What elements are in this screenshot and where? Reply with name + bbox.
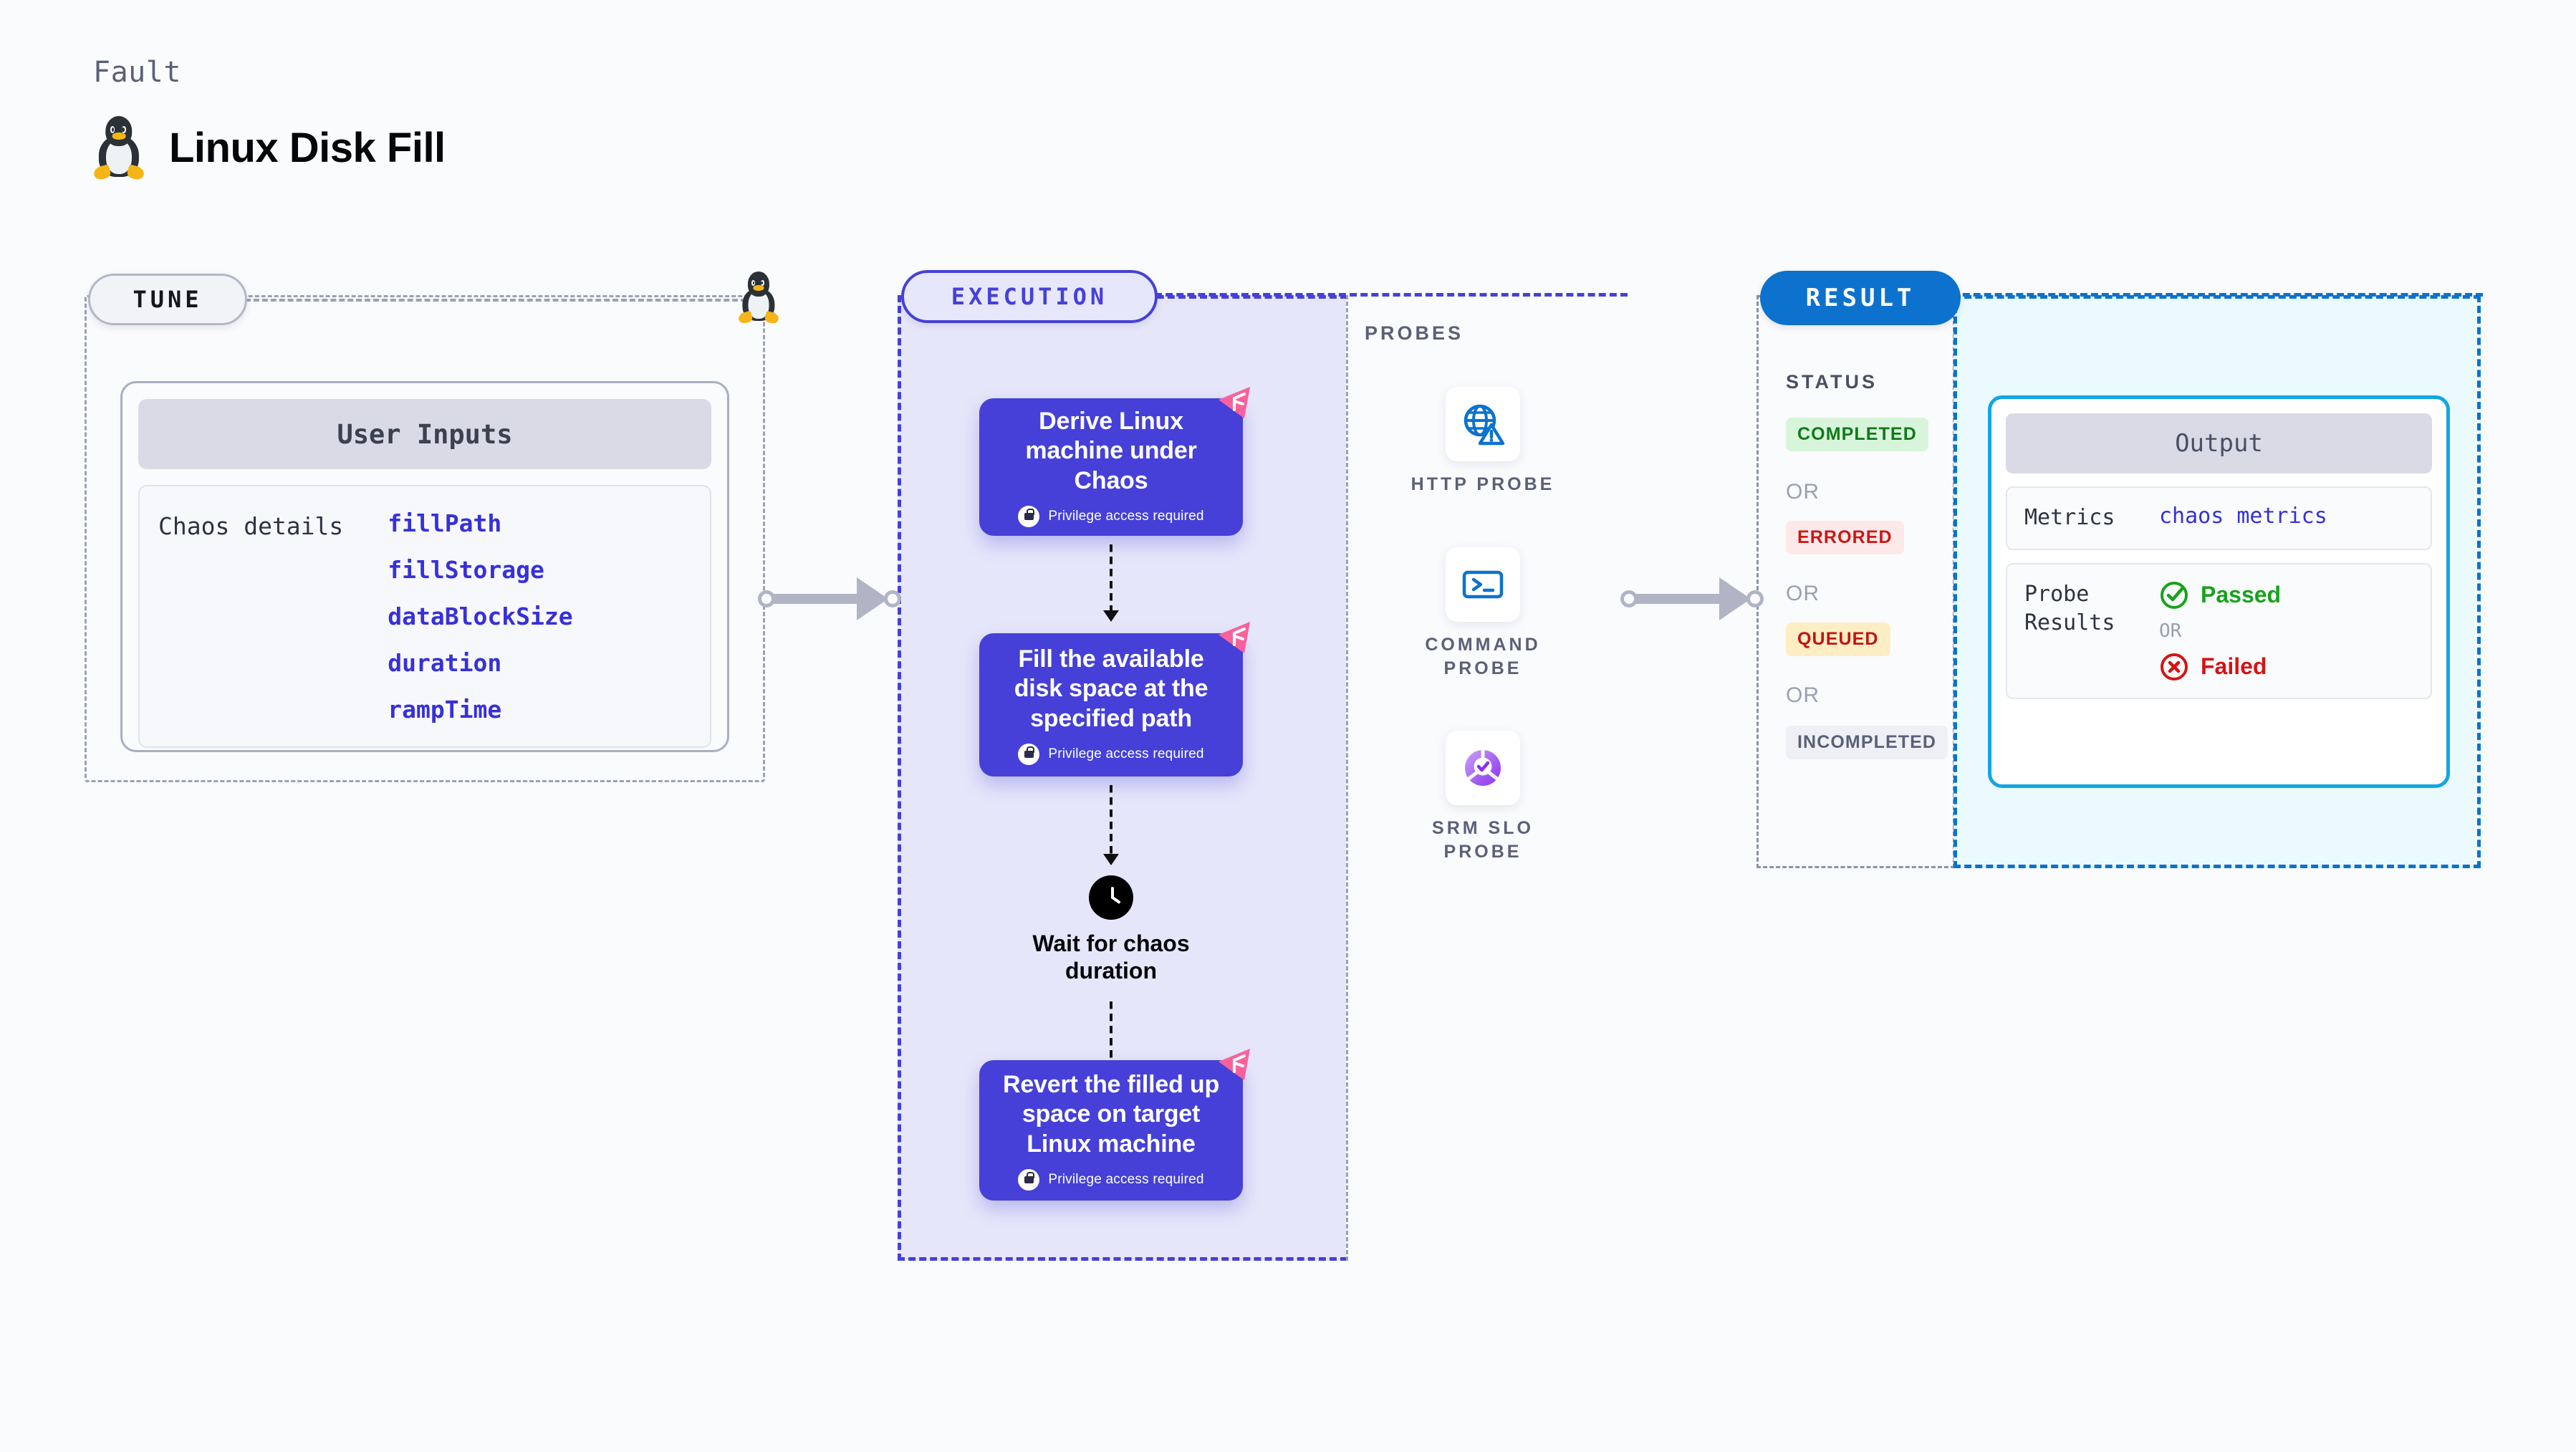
input-fillStorage[interactable]: fillStorage [388,556,544,584]
user-inputs-body: Chaos details fillPath fillStorage dataB… [138,485,711,748]
clock-icon [1089,875,1133,920]
status-badge-completed: COMPLETED [1786,418,1928,451]
execution-step-1[interactable]: Derive Linux machine under Chaos Privile… [979,387,1250,536]
litmus-chaos-icon [1219,1049,1250,1080]
output-probe-results-row: Probe Results Passed OR Faile [2006,562,2432,699]
step-1-title: Derive Linux machine under Chaos [1025,407,1197,494]
status-badge-queued: QUEUED [1786,622,1890,656]
result-leader-line [1941,293,2483,297]
step-1-privilege: Privilege access required [1018,506,1204,528]
wait-for-chaos-duration-node: Wait for chaos duration [996,875,1226,985]
wait-node-label: Wait for chaos duration [1032,931,1190,984]
probe-command-label: COMMAND PROBE [1425,635,1541,678]
probe-result-passed: Passed [2159,580,2281,610]
execution-step-2[interactable]: Fill the available disk space at the spe… [979,622,1250,777]
lock-icon [1018,744,1040,766]
input-fillPath[interactable]: fillPath [388,509,502,537]
probe-http[interactable]: HTTP PROBE [1404,387,1562,496]
execution-step-3[interactable]: Revert the filled up space on target Lin… [979,1049,1250,1201]
output-metrics-value[interactable]: chaos metrics [2159,504,2327,529]
connector-dot-right [884,590,901,607]
probe-srm-slo[interactable]: SRM SLO PROBE [1404,731,1562,863]
globe-warning-icon [1446,387,1520,461]
status-badge-errored-label: ERRORED [1797,527,1893,547]
output-title: Output [2006,413,2432,473]
connector-tune-to-execution [758,577,901,620]
probe-command[interactable]: COMMAND PROBE [1404,547,1562,680]
output-metrics-row: Metrics chaos metrics [2006,486,2432,550]
litmus-chaos-icon [1219,387,1250,418]
step-2-title: Fill the available disk space at the spe… [1014,645,1208,732]
probe-http-label: HTTP PROBE [1410,474,1555,494]
input-duration[interactable]: duration [388,649,502,677]
status-badge-queued-label: QUEUED [1797,629,1879,649]
flow-arrow-2 [1103,785,1119,865]
probes-title: PROBES [1365,322,1464,344]
page-header: Linux Disk Fill [92,115,446,181]
linux-penguin-icon [92,115,145,181]
tune-leader-line [245,299,755,302]
connector-execution-to-result [1620,577,1764,620]
step-3-privilege-label: Privilege access required [1048,1172,1204,1188]
probe-results-or: OR [2159,620,2182,642]
probe-results-values: Passed OR Failed [2159,580,2281,682]
output-metrics-key: Metrics [2024,505,2115,530]
connector-dot-left [1620,590,1638,607]
slo-donut-check-icon [1446,731,1520,805]
execution-leader-line [1155,293,1628,297]
input-dataBlockSize[interactable]: dataBlockSize [388,602,573,630]
step-2-privilege-label: Privilege access required [1048,746,1204,762]
page-title: Linux Disk Fill [169,124,446,171]
page-eyebrow: Fault [93,56,181,89]
connector-bar [772,594,860,604]
connector-bar [1635,594,1722,604]
status-or-2: OR [1786,582,1820,605]
tune-stage-pill[interactable]: TUNE [88,274,247,325]
status-badge-errored: ERRORED [1786,521,1904,554]
connector-dot-right [1746,590,1764,607]
check-circle-icon [2161,581,2188,609]
input-rampTime[interactable]: rampTime [388,696,502,723]
step-3-privilege: Privilege access required [1018,1169,1203,1191]
connector-arrowhead [857,577,888,620]
output-probe-results-key: Probe Results [2024,581,2115,636]
probe-passed-label: Passed [2201,582,2282,607]
status-badge-incompleted-label: INCOMPLETED [1797,732,1937,752]
status-or-1: OR [1786,480,1820,504]
chaos-details-label: Chaos details [158,512,344,540]
output-card: Output Metrics chaos metrics Probe Resul… [1988,395,2450,788]
step-2-privilege: Privilege access required [1018,744,1204,766]
execution-stage-pill[interactable]: EXECUTION [901,270,1158,323]
status-badge-incompleted: INCOMPLETED [1786,726,1948,759]
lock-icon [1018,506,1040,528]
connector-arrowhead [1719,577,1751,620]
flow-arrow-1 [1103,544,1119,622]
execution-pill-label: EXECUTION [951,283,1108,310]
litmus-chaos-icon [1219,622,1250,653]
chaos-details-values: fillPath fillStorage dataBlockSize durat… [372,509,572,723]
step-1-privilege-label: Privilege access required [1048,509,1204,524]
result-stage-pill[interactable]: RESULT [1760,271,1961,325]
tune-pill-label: TUNE [133,286,203,313]
terminal-icon [1446,547,1520,622]
probe-result-failed: Failed [2159,652,2281,682]
status-badge-completed-label: COMPLETED [1797,424,1917,444]
status-title: STATUS [1786,371,1878,393]
tune-linux-penguin-icon [737,271,780,324]
probe-srm-slo-label: SRM SLO PROBE [1432,818,1534,862]
connector-dot-left [758,590,775,607]
probe-failed-label: Failed [2201,653,2267,679]
user-inputs-title: User Inputs [138,399,711,469]
tune-stage-container [85,295,765,782]
result-pill-label: RESULT [1805,284,1916,312]
x-circle-icon [2161,653,2188,681]
user-inputs-card: User Inputs Chaos details fillPath fillS… [120,381,729,752]
lock-icon [1018,1169,1040,1191]
status-or-3: OR [1786,683,1820,707]
step-3-title: Revert the filled up space on target Lin… [1002,1070,1220,1158]
